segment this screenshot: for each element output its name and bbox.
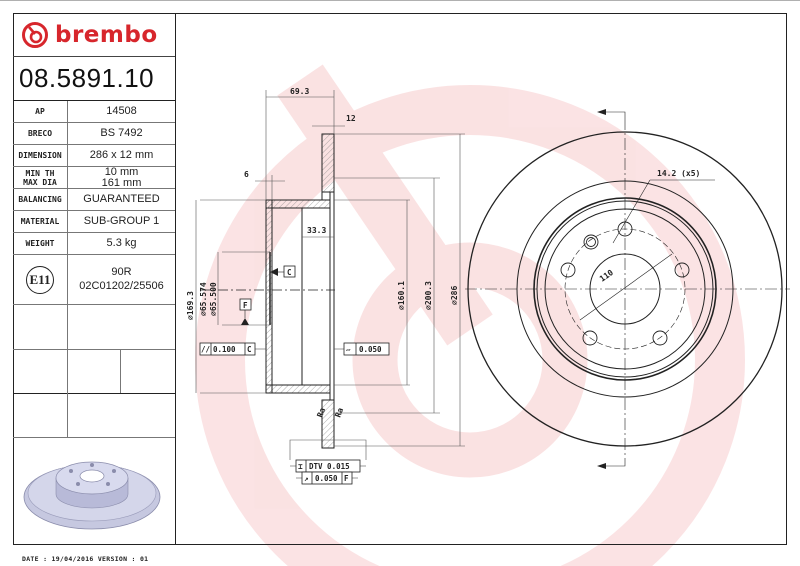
e11-approval-badge: E11 [26, 265, 54, 294]
dim-dia-160: ⌀160.1 [397, 281, 406, 310]
svg-text:F: F [344, 474, 349, 483]
approval-values: 90R 02C01202/25506 [68, 255, 175, 304]
date-version: DATE : 19/04/2016 VERSION : 01 [22, 555, 149, 563]
title-block: brembo 08.5891.10 AP 14508 BRECO BS 7492… [13, 13, 176, 545]
brand-name: brembo [55, 21, 158, 48]
datum-f: F [239, 298, 252, 325]
spec-row-breco: BRECO BS 7492 [13, 123, 175, 145]
spec-value: 286 x 12 mm [89, 149, 154, 161]
svg-text:DTV 0.015: DTV 0.015 [309, 462, 350, 471]
dim-thickness: 12 [346, 114, 356, 123]
dimension-labels: 69.3 12 6 33.3 ⌀169.3 ⌀65.574 ⌀65.500 ⌀1… [186, 87, 459, 419]
spec-value: 5.3 kg [106, 237, 137, 249]
spec-row-balancing: BALANCING GUARANTEED [13, 189, 175, 211]
spec-label: WEIGHT [13, 233, 68, 254]
spec-row-material: MATERIAL SUB-GROUP 1 [13, 211, 175, 233]
svg-text:0.050: 0.050 [359, 345, 382, 354]
spec-value: 14508 [106, 105, 137, 117]
approval-regulation: 90R [111, 266, 132, 278]
approval-mark-cell: E11 [13, 255, 68, 304]
empty-row [13, 393, 175, 438]
empty-row [13, 305, 175, 350]
dim-hat-wall: 6 [244, 170, 249, 179]
spec-value: 10 mm 161 mm [101, 165, 142, 189]
empty-cell [68, 349, 121, 393]
disc-3d-render [23, 461, 161, 530]
svg-text:↗: ↗ [304, 474, 309, 483]
spec-row-approval: E11 90R 02C01202/25506 [13, 255, 175, 305]
approval-number: 02C01202/25506 [79, 280, 164, 292]
part-number: 08.5891.10 [13, 57, 175, 101]
runout-tolerance: ↗ 0.050 F [301, 471, 353, 485]
roughness-right: Ra [333, 406, 345, 418]
flatness-tolerance: ▱ 0.050 [343, 342, 390, 356]
drawing-frame [13, 13, 787, 545]
spec-label: MIN TH MAX DIA [13, 167, 68, 188]
empty-cell [13, 305, 68, 349]
spec-row-weight: WEIGHT 5.3 kg [13, 233, 175, 255]
svg-text:▱: ▱ [346, 345, 351, 354]
svg-text:0.050: 0.050 [315, 474, 338, 483]
spec-row-dimension: DIMENSION 286 x 12 mm [13, 145, 175, 167]
face-view [465, 109, 790, 469]
dim-hat-depth: 33.3 [307, 226, 326, 235]
dim-dia-286: ⌀286 [450, 286, 459, 305]
datum-c: C [270, 265, 296, 278]
roughness-left: Ra [315, 406, 327, 418]
spec-row-min-max: MIN TH MAX DIA 10 mm 161 mm [13, 165, 175, 189]
svg-text://: // [201, 345, 211, 354]
spec-label: MATERIAL [13, 211, 68, 232]
empty-cell [13, 349, 68, 393]
spec-label: BRECO [13, 123, 68, 144]
parallelism-tolerance: // 0.100 C [199, 342, 256, 356]
svg-text:C: C [287, 268, 292, 277]
svg-text:⌶: ⌶ [298, 462, 303, 471]
dim-dia-200: ⌀200.3 [424, 281, 433, 310]
dimension-lines [195, 90, 465, 479]
empty-cell [13, 393, 68, 437]
spec-label: BALANCING [13, 189, 68, 210]
section-view [200, 133, 335, 449]
dim-dia-center-min: ⌀65.500 [209, 282, 218, 316]
spec-label: DIMENSION [13, 145, 68, 166]
brembo-logo-icon [22, 21, 48, 48]
svg-text:0.100: 0.100 [213, 345, 236, 354]
dim-dia-169: ⌀169.3 [186, 291, 195, 320]
dim-dia-center-max: ⌀65.574 [199, 282, 208, 316]
spec-value: SUB-GROUP 1 [83, 215, 160, 227]
brand-header: brembo [13, 13, 175, 57]
spec-value: BS 7492 [100, 127, 143, 139]
bolt-hole-callout: 14.2 (x5) [657, 169, 700, 178]
empty-row [13, 349, 175, 394]
spec-label: AP [13, 101, 68, 122]
spec-row-ap: AP 14508 [13, 101, 175, 123]
svg-text:F: F [243, 301, 248, 310]
spec-value: GUARANTEED [83, 193, 160, 205]
dim-overall-height: 69.3 [290, 87, 309, 96]
svg-text:C: C [247, 345, 252, 354]
